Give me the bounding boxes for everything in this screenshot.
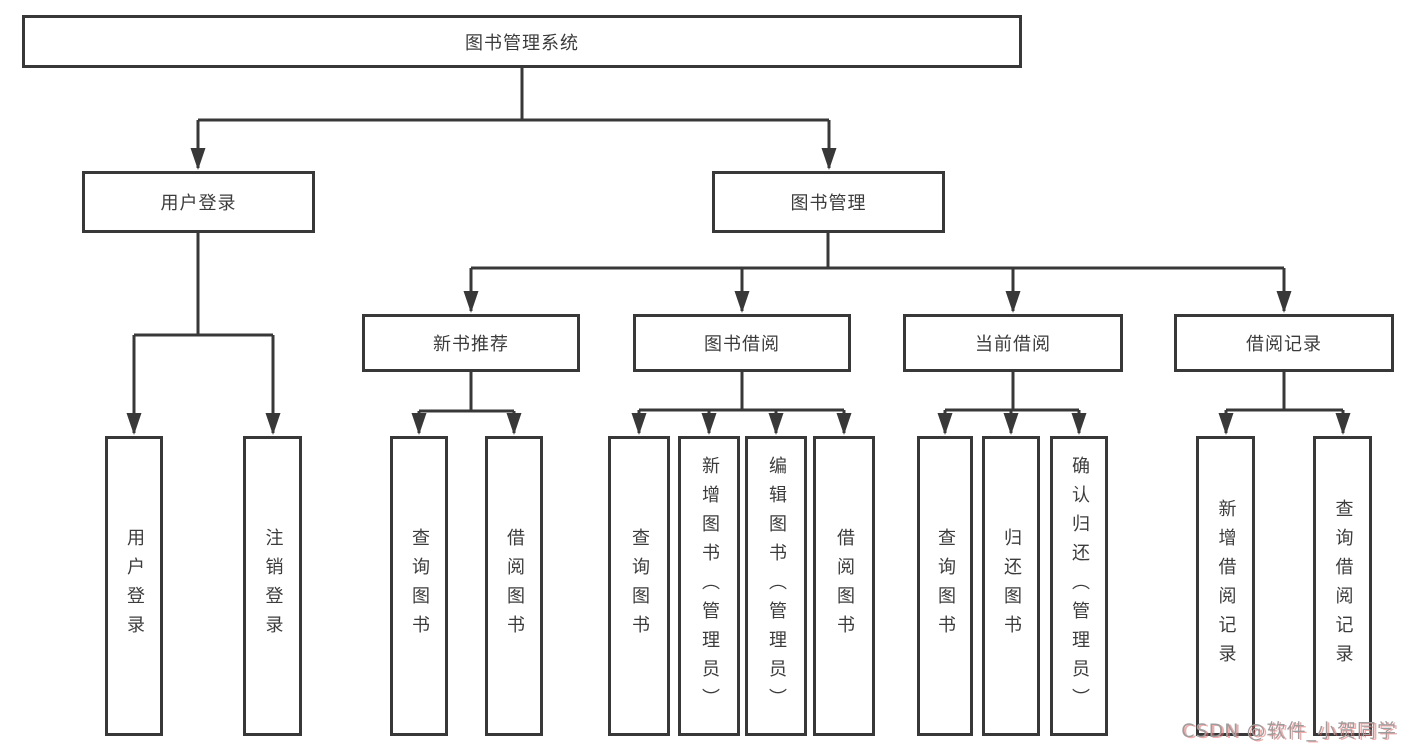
node-label: 借阅记录 — [1246, 334, 1322, 355]
node-label: 图书管理系统 — [465, 32, 579, 54]
node-label: 用户登录 — [160, 193, 237, 214]
leaf-label: 查询图书 — [935, 528, 956, 644]
leaf-label: 用户登录 — [124, 528, 145, 644]
leaf-add-book-admin: 新增图书（管理员） — [678, 436, 740, 736]
node-user-login: 用户登录 — [82, 171, 315, 233]
node-book-borrowing: 图书借阅 — [633, 314, 851, 372]
node-label: 图书借阅 — [704, 334, 780, 355]
node-library-system-root: 图书管理系统 — [22, 15, 1022, 68]
leaf-label: 新增借阅记录 — [1215, 499, 1237, 673]
leaf-label: 编辑图书（管理员） — [766, 455, 787, 717]
leaf-borrow-books-borrowing: 借阅图书 — [813, 436, 875, 736]
leaf-confirm-return-admin: 确认归还（管理员） — [1050, 436, 1108, 736]
leaf-label: 确认归还（管理员） — [1069, 455, 1090, 717]
node-new-book-recommendation: 新书推荐 — [362, 314, 580, 372]
leaf-label: 注销登录 — [262, 528, 284, 644]
leaf-borrow-books-recommend: 借阅图书 — [485, 436, 543, 736]
leaf-label: 借阅图书 — [504, 528, 525, 644]
leaf-query-books-current: 查询图书 — [917, 436, 973, 736]
leaf-label: 查询图书 — [409, 528, 430, 644]
leaf-user-login: 用户登录 — [105, 436, 163, 736]
leaf-label: 新增图书（管理员） — [699, 455, 720, 717]
node-label: 图书管理 — [790, 193, 867, 214]
leaf-logout: 注销登录 — [243, 436, 302, 736]
node-borrowing-records: 借阅记录 — [1174, 314, 1394, 372]
leaf-add-borrow-record: 新增借阅记录 — [1196, 436, 1255, 736]
leaf-query-books-borrowing: 查询图书 — [608, 436, 670, 736]
leaf-label: 借阅图书 — [834, 528, 855, 644]
leaf-label: 查询图书 — [629, 528, 650, 644]
leaf-label: 查询借阅记录 — [1332, 499, 1354, 673]
leaf-label: 归还图书 — [1001, 528, 1022, 644]
node-book-management: 图书管理 — [712, 171, 945, 233]
node-current-borrowing: 当前借阅 — [903, 314, 1123, 372]
node-label: 当前借阅 — [975, 334, 1051, 355]
leaf-query-books-recommend: 查询图书 — [390, 436, 448, 736]
leaf-query-borrow-record: 查询借阅记录 — [1313, 436, 1372, 736]
leaf-edit-book-admin: 编辑图书（管理员） — [745, 436, 807, 736]
leaf-return-book: 归还图书 — [982, 436, 1040, 736]
node-label: 新书推荐 — [433, 334, 509, 355]
csdn-watermark: CSDN @软件_小贺同学 — [1181, 720, 1397, 742]
